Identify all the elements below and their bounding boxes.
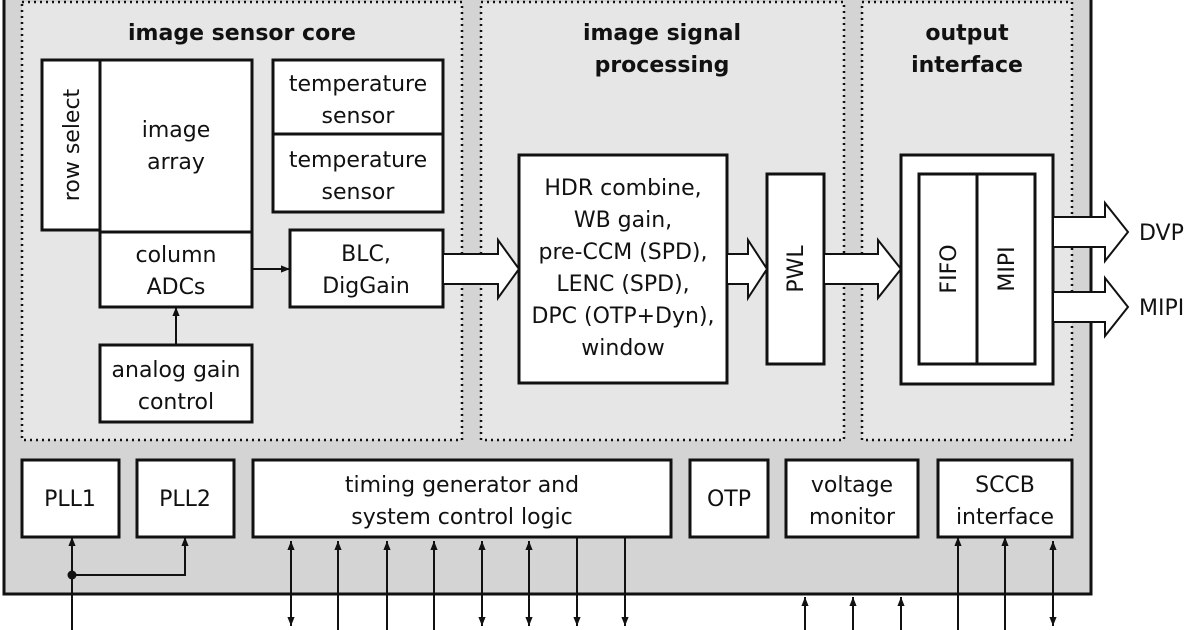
- pwl-block: [765, 172, 826, 366]
- image-array-block: [98, 58, 254, 234]
- temperature-sensor-2-line1: temperature: [289, 148, 427, 173]
- mipi-inner-block: [975, 172, 1037, 366]
- blc-diggain-label-line1: BLC,: [341, 242, 391, 267]
- temperature-sensor-block-2: [271, 132, 445, 214]
- column-adcs-label-line2: ADCs: [147, 275, 206, 300]
- fifo-block: [917, 172, 979, 366]
- pll-junction-dot: [67, 570, 77, 580]
- voltage-monitor-input-pins: [801, 597, 905, 630]
- sccb-interface-label-line1: SCCB: [975, 473, 1035, 498]
- arrow-blc-to-isp: [442, 236, 521, 302]
- isp-line-hdr-combine: HDR combine,: [544, 176, 701, 201]
- arrow-isp-to-pwl: [726, 236, 769, 302]
- fifo-label: FIFO: [937, 244, 962, 293]
- temperature-sensor-1-line1: temperature: [289, 72, 427, 97]
- isp-line-wb-gain: WB gain,: [574, 208, 672, 233]
- isp-line-dpc: DPC (OTP+Dyn),: [531, 304, 714, 329]
- row-select-label: row select: [60, 88, 85, 201]
- core-section-title: image sensor core: [128, 21, 356, 46]
- row-select-block: [40, 58, 102, 232]
- mipi-output-label: MIPI: [1139, 296, 1184, 321]
- voltage-monitor-block: [784, 458, 920, 539]
- column-adcs-label-line1: column: [136, 243, 217, 268]
- isp-section-title-line2: processing: [595, 53, 730, 78]
- isp-section-title-line1: image signal: [583, 21, 741, 46]
- pll1-block: [20, 458, 121, 539]
- timing-generator-label-line2: system control logic: [351, 505, 573, 530]
- mipi-inner-label: MIPI: [995, 246, 1020, 291]
- temperature-sensor-1-line2: sensor: [322, 104, 396, 129]
- pll1-label: PLL1: [44, 487, 96, 512]
- blc-diggain-label-line2: DigGain: [322, 274, 410, 299]
- sccb-interface-pins: [954, 537, 1057, 630]
- timing-generator-label-line1: timing generator and: [345, 473, 579, 498]
- isp-line-pre-ccm: pre-CCM (SPD),: [538, 240, 707, 265]
- sccb-interface-label-line2: interface: [956, 505, 1054, 530]
- timing-generator-block: [251, 458, 673, 539]
- arrow-mipi-output: [1052, 275, 1130, 339]
- analog-gain-label-line2: control: [138, 390, 214, 415]
- temperature-sensor-block-1: [271, 58, 445, 136]
- image-array-label-line1: image: [142, 118, 211, 143]
- arrow-dvp-output: [1052, 200, 1130, 264]
- dvp-output-label: DVP: [1139, 221, 1184, 246]
- analog-gain-control-block: [98, 343, 254, 424]
- timing-generator-pins: [287, 537, 629, 630]
- pll2-block: [135, 458, 236, 539]
- pwl-label: PWL: [784, 245, 809, 293]
- isp-line-window: window: [581, 336, 664, 361]
- output-section-title-line1: output: [925, 21, 1009, 46]
- arrow-pwl-to-output: [823, 237, 903, 301]
- otp-label: OTP: [707, 487, 751, 512]
- voltage-monitor-label-line1: voltage: [811, 473, 893, 498]
- pll2-label: PLL2: [159, 487, 211, 512]
- voltage-monitor-label-line2: monitor: [809, 505, 896, 530]
- otp-block: [688, 458, 770, 539]
- analog-gain-label-line1: analog gain: [112, 358, 241, 383]
- temperature-sensor-2-line2: sensor: [322, 180, 396, 205]
- output-section-title-line2: interface: [911, 53, 1023, 78]
- image-array-label-line2: array: [147, 150, 205, 175]
- isp-line-lenc: LENC (SPD),: [556, 272, 689, 297]
- pll-clock-input-wiring: [68, 537, 189, 630]
